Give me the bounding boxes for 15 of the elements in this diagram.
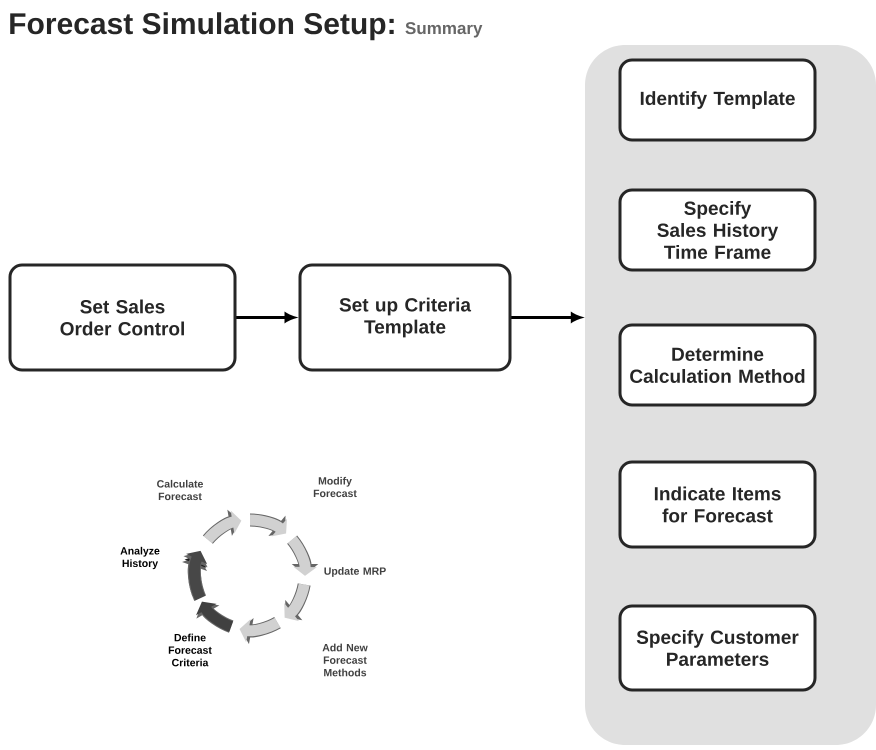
step-label: Analyze History [120,546,160,570]
process-box: Determine Calculation Method [618,324,816,406]
process-box: Identify Template [618,58,816,142]
step-label: Define Forecast Criteria [168,634,212,666]
process-box: Specify Sales History Time Frame [618,188,816,272]
step-label: Modify Forecast [314,476,357,498]
step-label: Calculate Forecast [157,480,203,500]
process-box: Specify Customer Parameters [618,604,816,692]
process-box: Set Sales Order Control [8,264,236,372]
step-label: Update MRP [324,567,386,577]
subtitle: Summary [405,22,482,38]
process-box: Indicate Items for Forecast [618,460,816,548]
title: Forecast Simulation Setup: [10,12,394,40]
step-label: Add New Forecast Methods [322,644,368,676]
process-box: Set up Criteria Template [298,264,512,372]
